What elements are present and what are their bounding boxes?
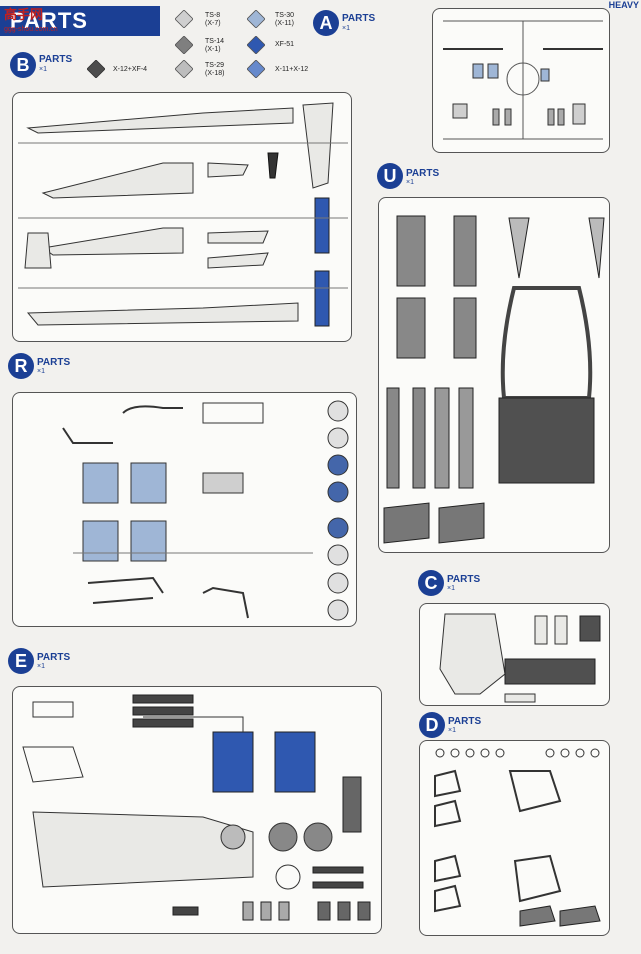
swatch-shape <box>246 59 266 79</box>
paint-sub: (X-1) <box>205 46 221 53</box>
section-r-label: PARTS <box>37 357 71 368</box>
section-u-label: PARTS <box>406 168 440 179</box>
section-e-qty: ×1 <box>37 663 45 670</box>
paint-swatch <box>86 59 106 79</box>
paint-swatch <box>246 9 266 29</box>
corner-label: HEAVY <box>608 0 639 10</box>
paint-code: TS-14 <box>205 38 225 45</box>
swatch-shape <box>174 59 194 79</box>
paint-code: XF-51 <box>275 41 295 48</box>
sprue-a-drawing <box>443 20 603 140</box>
paint-sub: (X-18) <box>205 70 225 77</box>
sprue-b-drawing <box>18 102 348 327</box>
section-u-qty: ×1 <box>406 179 414 186</box>
paint-code: X-12+XF-4 <box>113 66 148 73</box>
section-d-badge: D <box>419 712 445 738</box>
section-a-label: PARTS <box>342 13 376 24</box>
sprue-e <box>12 686 382 934</box>
sprue-a <box>432 8 610 153</box>
section-e-badge: E <box>8 648 34 674</box>
section-u-badge: U <box>377 163 403 189</box>
section-a-badge: A <box>313 10 339 36</box>
watermark-logo: 高手网 <box>4 7 44 22</box>
paint-sub: (X-7) <box>205 20 221 27</box>
section-b-badge: B <box>10 52 36 78</box>
sprue-u <box>378 197 610 553</box>
section-e-label: PARTS <box>37 652 71 663</box>
sprue-b <box>12 92 352 342</box>
paint-swatch <box>246 59 266 79</box>
section-a-qty: ×1 <box>342 25 350 32</box>
section-r-qty: ×1 <box>37 368 45 375</box>
swatch-shape <box>174 35 194 55</box>
section-d-label: PARTS <box>448 716 482 727</box>
sprue-r <box>12 392 357 627</box>
paint-code: TS-8 <box>205 12 221 19</box>
sprue-d <box>419 740 610 936</box>
swatch-shape <box>174 9 194 29</box>
section-c-label: PARTS <box>447 574 481 585</box>
section-b-label: PARTS <box>39 54 73 65</box>
swatch-shape <box>246 9 266 29</box>
sprue-u-drawing <box>383 215 605 544</box>
sprue-c <box>419 603 610 706</box>
paint-swatch <box>174 9 194 29</box>
paint-swatch <box>246 35 266 55</box>
sprue-d-drawing <box>434 748 601 927</box>
watermark-url: ggg-shou.com.cn <box>4 26 58 33</box>
paint-code: X-11+X-12 <box>275 66 309 73</box>
paint-sub: (X-11) <box>275 20 294 27</box>
paint-code: TS-30 <box>275 12 295 19</box>
section-r-badge: R <box>8 353 34 379</box>
swatch-shape <box>246 35 266 55</box>
sprue-c-drawing <box>439 613 601 703</box>
sprue-r-drawing <box>62 400 349 621</box>
paint-code: TS-29 <box>205 62 225 69</box>
sheet-title: PARTS <box>0 6 160 36</box>
section-c-badge: C <box>418 570 444 596</box>
sprue-e-drawing <box>22 694 371 921</box>
section-d-qty: ×1 <box>448 727 456 734</box>
paint-swatch <box>174 59 194 79</box>
swatch-shape <box>86 59 106 79</box>
section-b-qty: ×1 <box>39 66 47 73</box>
paint-swatch <box>174 35 194 55</box>
section-c-qty: ×1 <box>447 585 455 592</box>
